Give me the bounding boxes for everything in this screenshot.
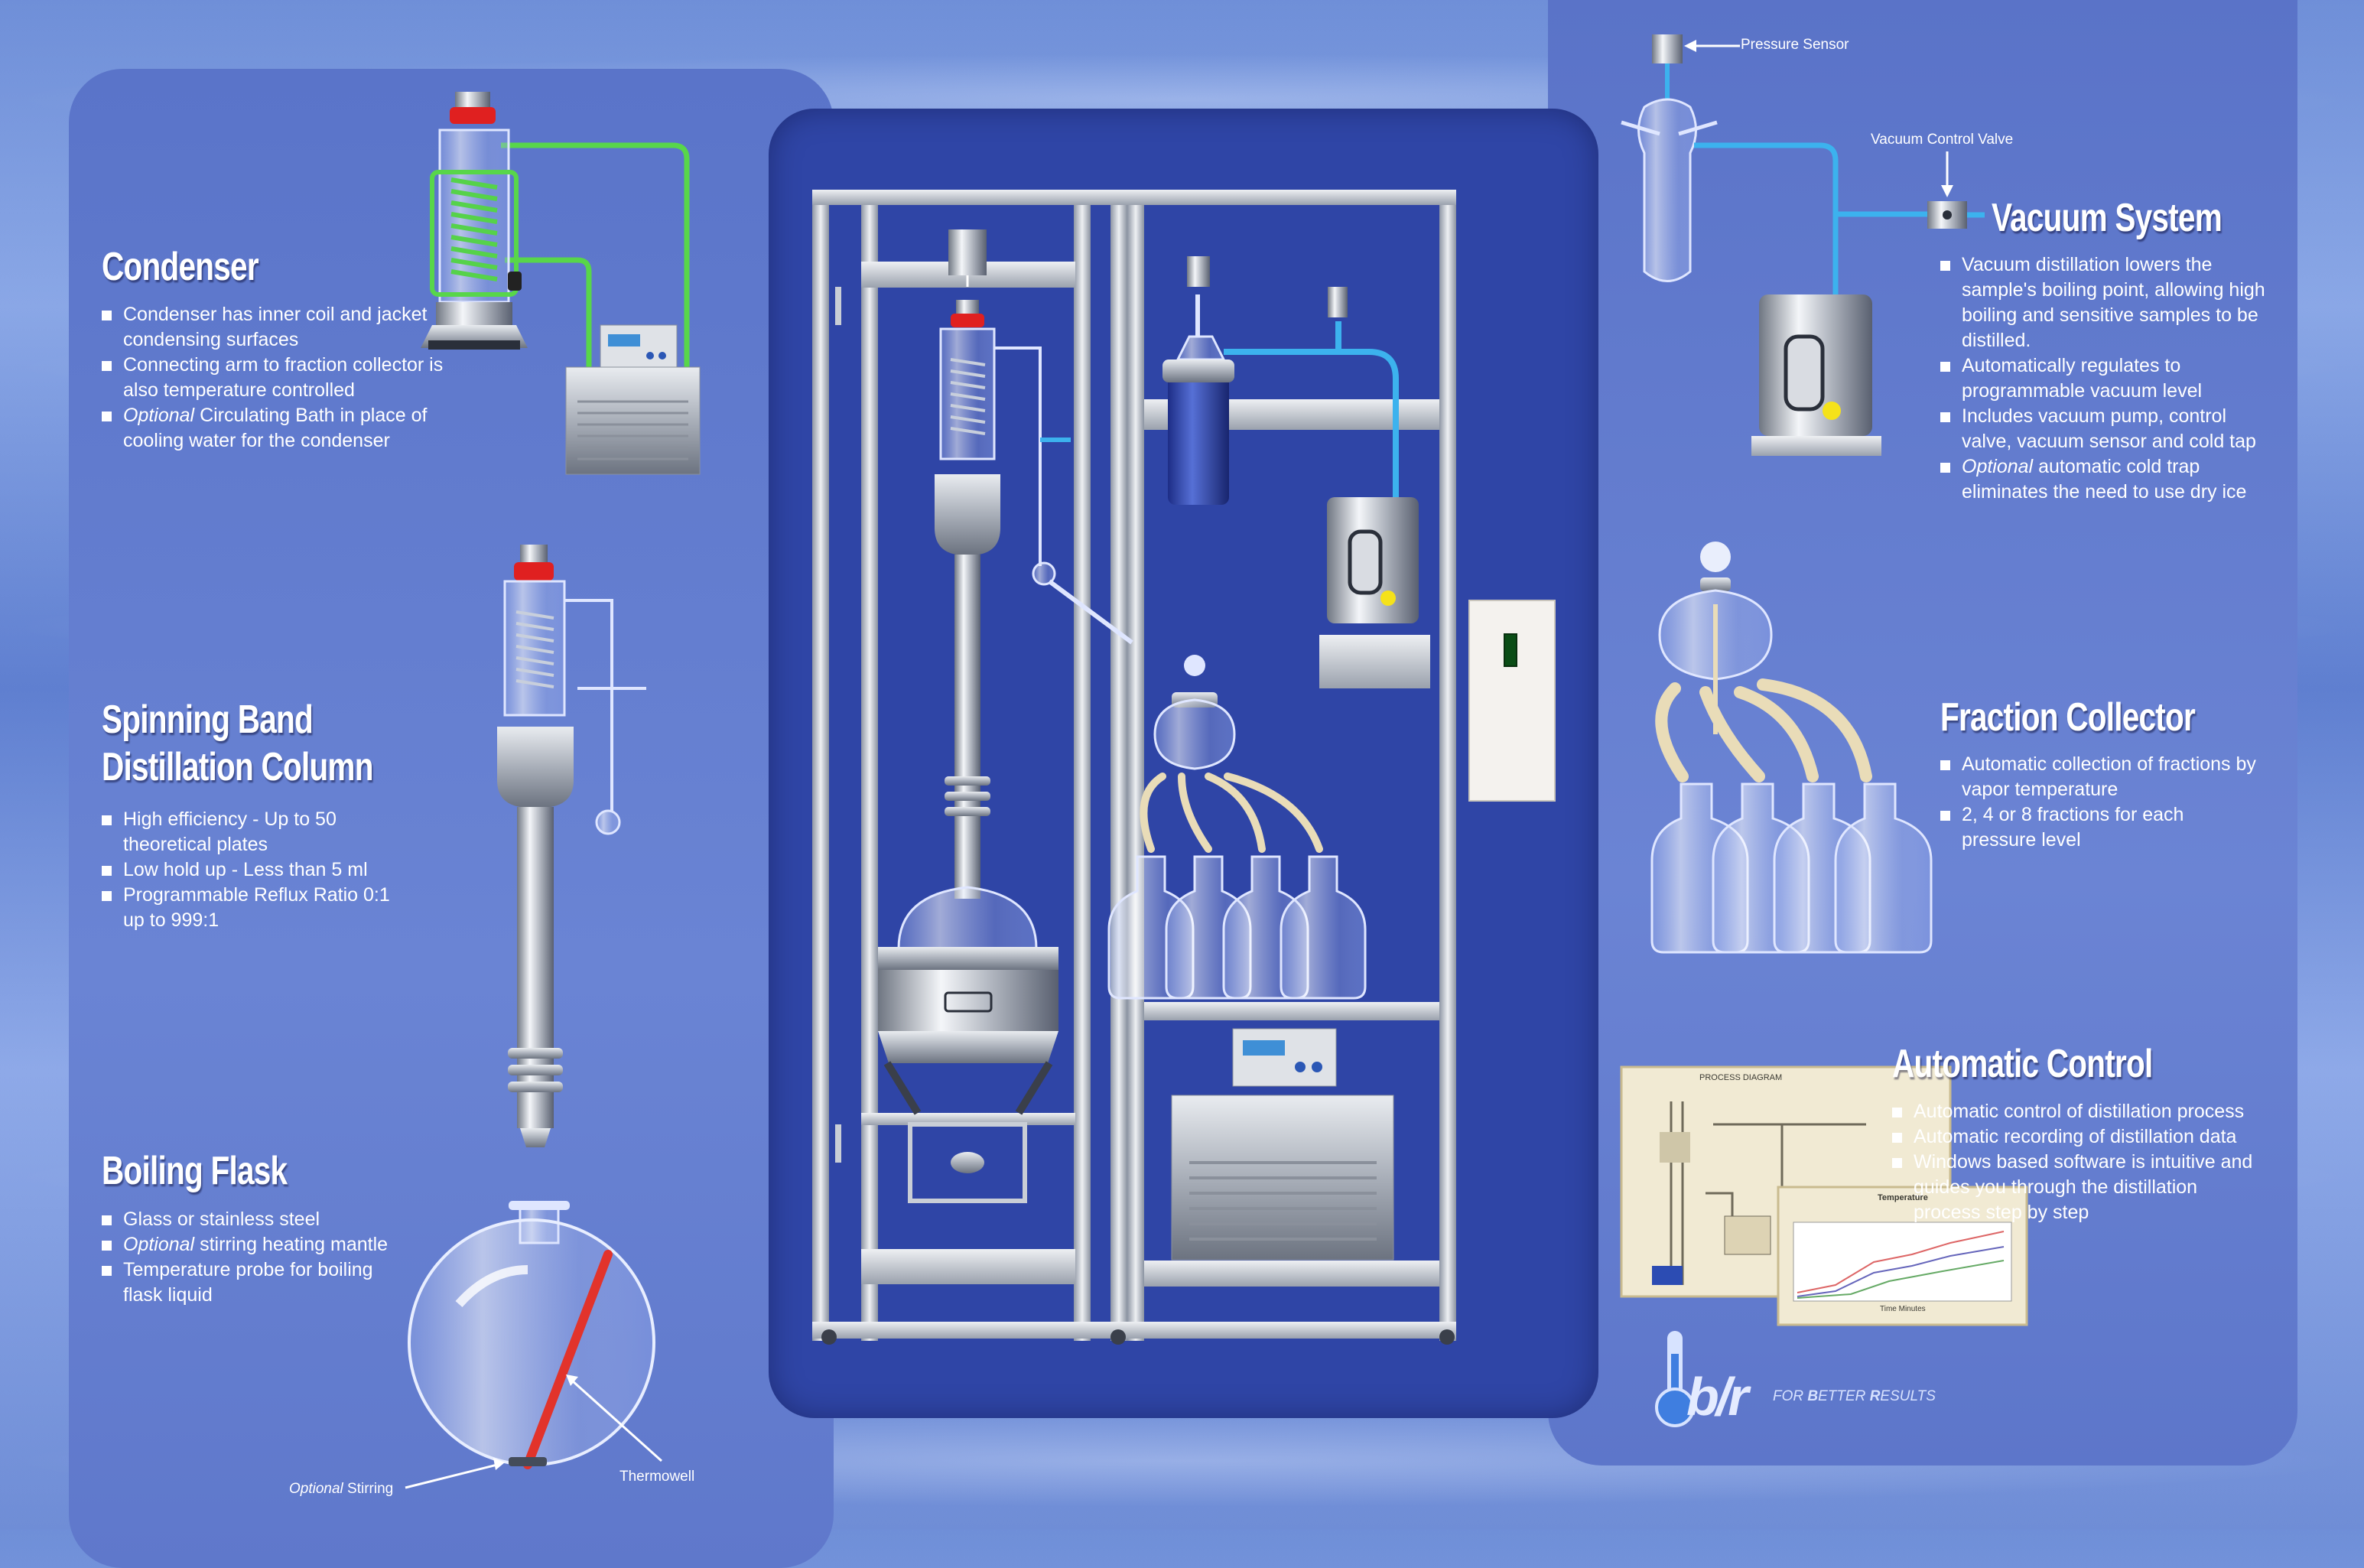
boiling-flask-title: Boiling Flask (102, 1149, 288, 1193)
list-item: Automatic recording of distillation data (1892, 1124, 2267, 1150)
thermowell-label: Thermowell (619, 1469, 695, 1485)
fraction-collector-title: Fraction Collector (1940, 695, 2196, 740)
list-item: Automatically regulates to programmable … (1940, 353, 2277, 404)
power-switch-box (1468, 600, 1556, 802)
vacuum-control-valve-label: Vacuum Control Valve (1871, 132, 2014, 148)
automatic-control-bullets: Automatic control of distillation proces… (1892, 1099, 2267, 1225)
list-item: Optional Circulating Bath in place of co… (102, 403, 461, 454)
list-item: Low hold up - Less than 5 ml (102, 857, 408, 883)
list-item: Temperature probe for boiling flask liqu… (102, 1257, 408, 1308)
spinning-band-bullets: High efficiency - Up to 50 theoretical p… (102, 807, 408, 933)
br-logo-icon (1655, 1331, 1695, 1427)
list-item: Optional stirring heating mantle (102, 1232, 408, 1257)
list-item: Windows based software is intuitive and … (1892, 1150, 2267, 1225)
br-logo-text: b/r (1686, 1367, 1748, 1426)
cabinet-vacuum-and-collector (1107, 256, 1430, 1261)
fraction-collector-illustration (1650, 542, 1933, 954)
list-item: Vacuum distillation lowers the sample's … (1940, 252, 2277, 353)
condenser-bullets: Condenser has inner coil and jacket cond… (102, 302, 461, 454)
power-switch[interactable] (1504, 633, 1517, 667)
cabinet-column (878, 229, 1133, 1203)
process-diagram-title: PROCESS DIAGRAM (1699, 1073, 1783, 1082)
list-item: Optional automatic cold trap eliminates … (1940, 454, 2277, 505)
list-item: Programmable Reflux Ratio 0:1 up to 999:… (102, 883, 408, 933)
brand-tagline: FOR BETTER RESULTS (1773, 1388, 1936, 1404)
spinning-band-column-illustration (497, 545, 646, 1147)
automatic-control-title: Automatic Control (1892, 1042, 2153, 1086)
list-item: Connecting arm to fraction collector is … (102, 353, 461, 403)
list-item: Automatic control of distillation proces… (1892, 1099, 2267, 1124)
vacuum-system-bullets: Vacuum distillation lowers the sample's … (1940, 252, 2277, 505)
condenser-illustration (421, 92, 701, 475)
temperature-chart-title: Temperature (1878, 1193, 1928, 1202)
list-item: Condenser has inner coil and jacket cond… (102, 302, 461, 353)
temperature-chart-xlabel: Time Minutes (1880, 1305, 1926, 1313)
cabinet-frame (812, 190, 1456, 1345)
spinning-band-title-line2: Distillation Column (102, 745, 373, 789)
list-item: Includes vacuum pump, control valve, vac… (1940, 404, 2277, 454)
list-item: Glass or stainless steel (102, 1207, 408, 1232)
optional-stirring-label: Optional Stirring (289, 1481, 394, 1497)
distillation-system-illustration (405, 34, 2028, 1489)
spinning-band-title-line1: Spinning Band (102, 698, 314, 742)
pressure-sensor-label: Pressure Sensor (1741, 37, 1849, 53)
list-item: 2, 4 or 8 fractions for each pressure le… (1940, 802, 2262, 853)
vacuum-system-illustration (1621, 34, 1985, 456)
list-item: Automatic collection of fractions by vap… (1940, 752, 2262, 802)
boiling-flask-illustration (408, 1201, 655, 1469)
fraction-collector-bullets: Automatic collection of fractions by vap… (1940, 752, 2262, 853)
boiling-flask-bullets: Glass or stainless steel Optional stirri… (102, 1207, 408, 1308)
condenser-title: Condenser (102, 245, 259, 289)
temperature-chart-screen (1777, 1186, 2028, 1326)
list-item: High efficiency - Up to 50 theoretical p… (102, 807, 408, 857)
stirring-arrow (405, 1463, 498, 1489)
thermowell-arrow (571, 1379, 663, 1462)
vacuum-system-title: Vacuum System (1992, 196, 2223, 240)
